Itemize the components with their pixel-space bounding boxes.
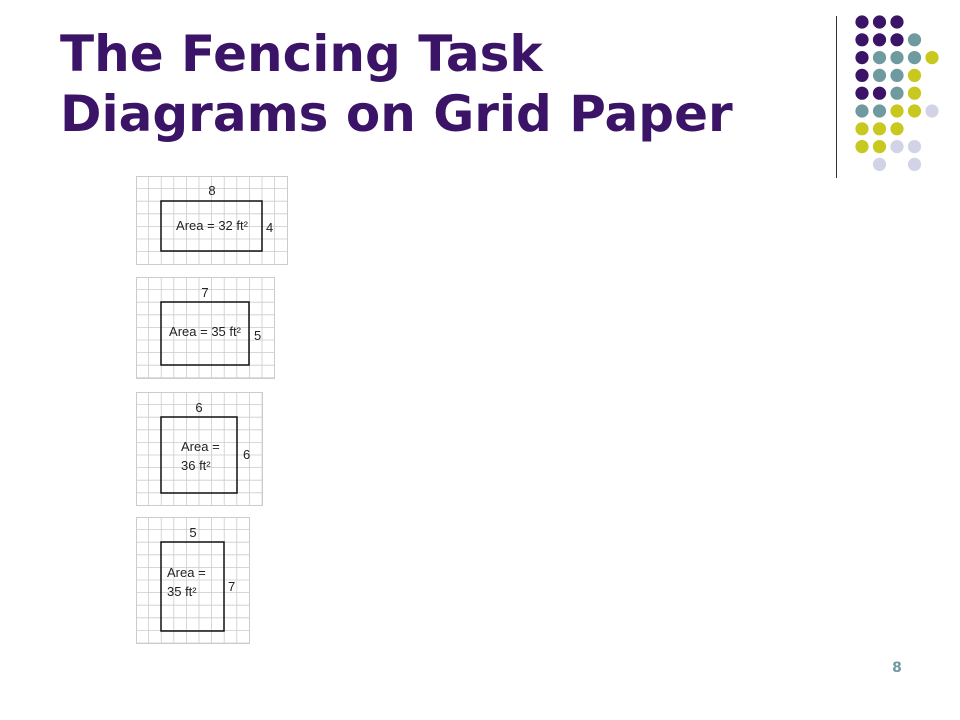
area-label: Area = 32 ft² [176,218,249,233]
area-label-line-2: 35 ft² [167,584,197,599]
area-label-line-1: Area = [167,565,206,580]
rectangle-5-by-7 [160,541,225,632]
decorative-dot-lavender [925,104,939,118]
grid-border [136,517,250,644]
grid-diagram-8-by-4: 8 4 Area = 32 ft² [136,176,288,265]
decorative-dot-lavender [872,157,887,171]
grid-diagram-6-by-6: 6 6 Area = 36 ft² [136,392,263,506]
decorative-dot-yellow [907,104,922,118]
decorative-dot-teal [872,68,887,82]
height-label: 4 [266,220,273,235]
decorative-dot-purple [872,33,887,47]
decorative-dot-teal [855,104,869,118]
decorative-dot-yellow [890,122,904,136]
title-line-1: The Fencing Task [60,25,543,83]
decorative-dot-lavender [907,157,922,171]
decorative-dot-purple [890,33,904,47]
decorative-dot-teal [890,51,904,65]
decorative-dot-yellow [890,104,904,118]
rectangle-7-by-5 [160,301,250,366]
grid-border [136,392,263,506]
decorative-dot-yellow [907,68,922,82]
rectangle-8-by-4 [160,200,263,252]
decorative-dot-pattern [855,15,939,171]
decorative-dot-teal [907,51,922,65]
height-label: 5 [254,328,261,343]
decorative-dot-purple [872,15,887,29]
grid-diagram-7-by-5: 7 5 Area = 35 ft² [136,277,275,379]
area-label-line-1: Area = [181,439,220,454]
width-label: 5 [189,525,196,540]
decorative-dot-purple [872,86,887,100]
decorative-dot-purple [890,15,904,29]
decorative-dot-teal [907,33,922,47]
decorative-dot-lavender [890,140,904,154]
grid-paper [136,517,250,644]
decorative-dot-purple [855,15,869,29]
rectangle-6-by-6 [160,416,238,494]
grid-border [136,277,275,379]
area-label-line-2: 36 ft² [181,458,211,473]
decorative-dot-yellow [907,86,922,100]
decorative-dot-purple [855,86,869,100]
decorative-dot-purple [855,51,869,65]
decorative-dot-teal [872,51,887,65]
grid-diagram-5-by-7: 5 7 Area = 35 ft² [136,517,250,644]
decorative-dot-lavender [907,140,922,154]
area-label: Area = 35 ft² [169,324,242,339]
grid-paper [136,277,275,379]
decorative-dot-yellow [855,140,869,154]
page-number: 8 [892,660,902,676]
decorative-dot-purple [855,68,869,82]
decorative-dot-teal [890,86,904,100]
height-label: 7 [228,579,235,594]
decorative-dot-teal [872,104,887,118]
decorative-dot-yellow [855,122,869,136]
width-label: 6 [195,400,202,415]
decorative-dot-yellow [872,122,887,136]
title-line-2: Diagrams on Grid Paper [60,85,733,143]
width-label: 7 [201,285,208,300]
slide-title: The Fencing Task Diagrams on Grid Paper [60,24,733,144]
decorative-dot-purple [855,33,869,47]
decorative-dot-teal [890,68,904,82]
decorative-dot-yellow [925,51,939,65]
title-divider-line [836,16,837,178]
width-label: 8 [208,183,215,198]
decorative-dot-yellow [872,140,887,154]
height-label: 6 [243,447,250,462]
